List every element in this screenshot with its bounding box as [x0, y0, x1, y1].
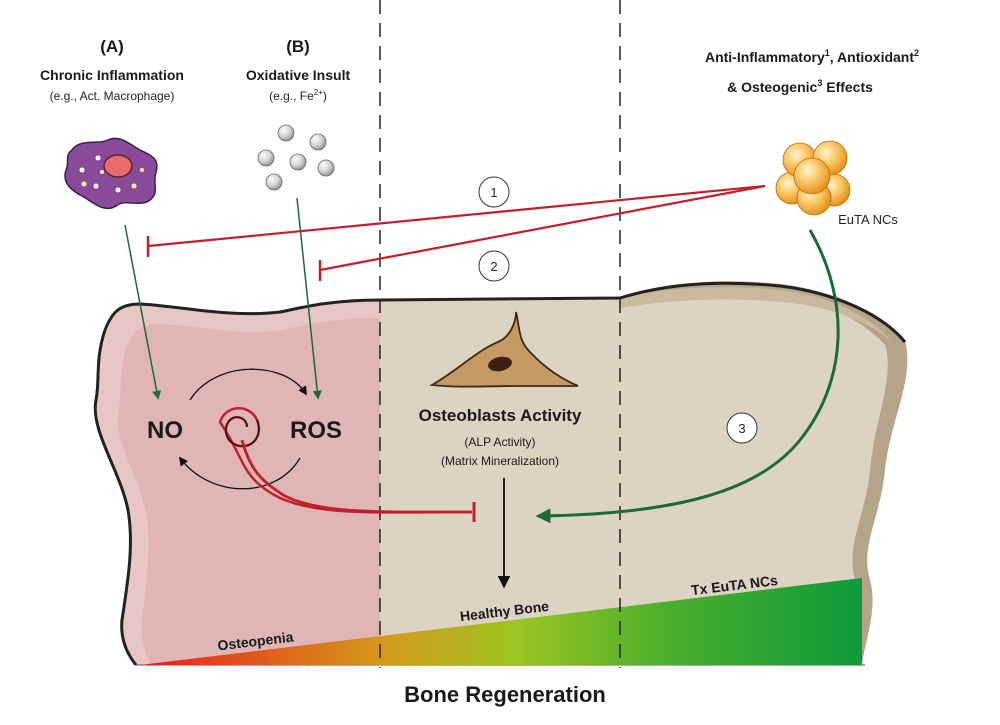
- euta-nanocluster-icon: [775, 140, 851, 216]
- cycle-arrow-bottom: [178, 456, 301, 490]
- effects-anti-inflammatory: Anti-Inflammatory: [705, 49, 825, 65]
- panel-b: (B) Oxidative Insult (e.g., Fe2+): [246, 37, 351, 400]
- panel-a-letter: (A): [100, 37, 124, 56]
- bone-osteopenia-inner: [117, 318, 381, 665]
- effects-line-2: & Osteogenic3 Effects: [727, 78, 873, 95]
- panel-a-title: Chronic Inflammation: [40, 67, 184, 83]
- effects-line-1: Anti-Inflammatory1, Antioxidant2: [705, 48, 919, 65]
- osteoblast-mineralization: (Matrix Mineralization): [441, 454, 559, 468]
- footer-title: Bone Regeneration: [404, 682, 606, 707]
- panel-b-subtitle-prefix: (e.g., Fe: [269, 89, 314, 103]
- macrophage-icon: [64, 137, 158, 210]
- effects-sup-3: 3: [817, 78, 822, 88]
- no-label: NO: [147, 417, 183, 444]
- osteoblast-title: Osteoblasts Activity: [419, 406, 582, 425]
- bone-healthy-zone: [380, 298, 620, 665]
- panel-a: (A) Chronic Inflammation (e.g., Act. Mac…: [40, 37, 184, 400]
- pathway-marker-1: 1: [478, 176, 510, 208]
- pathway-marker-1-label: 1: [490, 185, 497, 200]
- effects-effects-word: Effects: [822, 79, 873, 95]
- iron-ion-icons: [257, 124, 335, 191]
- osteoblast-cell: [429, 311, 579, 388]
- panel-b-letter: (B): [286, 37, 310, 56]
- euta-ncs-label: EuTA NCs: [838, 212, 898, 227]
- panel-b-subtitle: (e.g., Fe2+): [269, 88, 327, 103]
- promote-path-3: [535, 229, 840, 524]
- effects-osteogenic: & Osteogenic: [727, 79, 817, 95]
- cycle-arrow-top: [189, 368, 307, 401]
- inhibit-path-2: [318, 184, 766, 281]
- bone-treated-band: [620, 287, 892, 342]
- arrow-macrophage-to-no: [124, 224, 162, 400]
- osteoblast-alp: (ALP Activity): [464, 435, 535, 449]
- pathway-marker-3: 3: [726, 412, 758, 444]
- ros-label: ROS: [290, 417, 342, 444]
- pathway-marker-2: 2: [478, 250, 510, 282]
- pathway-marker-2-label: 2: [490, 259, 497, 274]
- effects-sup-2: 2: [914, 48, 919, 58]
- panel-b-subtitle-suffix: ): [323, 89, 327, 103]
- effects-header: Anti-Inflammatory1, Antioxidant2 & Osteo…: [705, 48, 919, 95]
- effects-antioxidant: , Antioxidant: [830, 49, 915, 65]
- regeneration-gradient: [140, 578, 862, 665]
- panel-b-title: Oxidative Insult: [246, 67, 351, 83]
- inhibit-path-1: [146, 184, 766, 257]
- panel-b-subtitle-sup: 2+: [314, 88, 323, 97]
- panel-a-subtitle: (e.g., Act. Macrophage): [50, 89, 175, 103]
- effects-sup-1: 1: [825, 48, 830, 58]
- pathway-marker-3-label: 3: [738, 421, 745, 436]
- no-ros-cycle: NO ROS: [147, 368, 476, 522]
